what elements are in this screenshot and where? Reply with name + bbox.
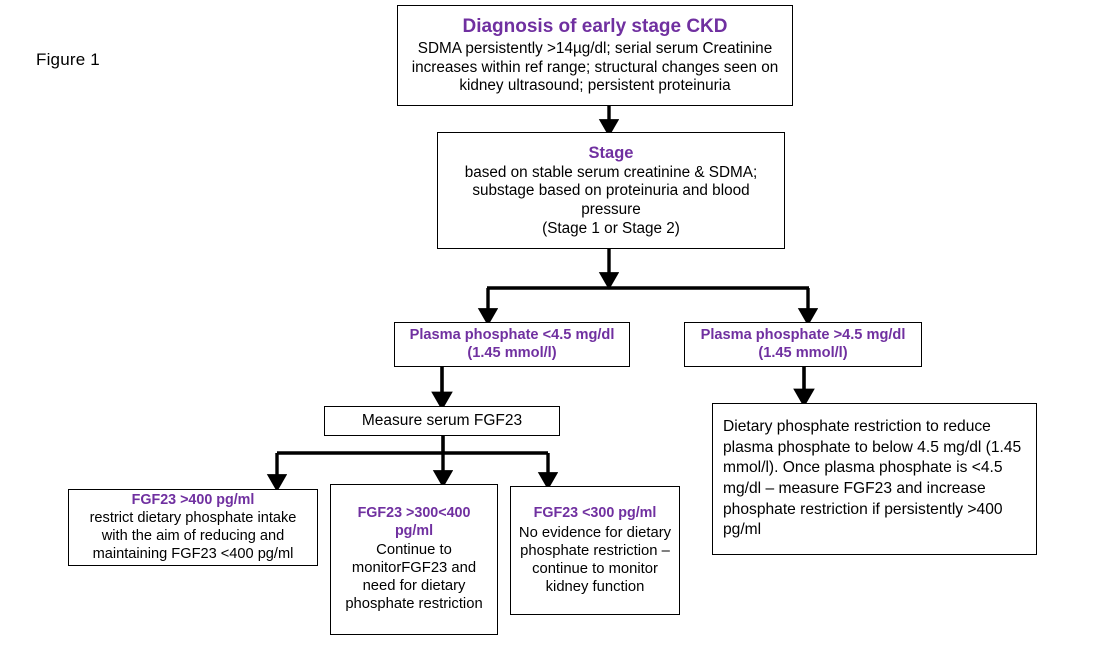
node-fgf23-300-to-400-heading: FGF23 >300<400 pg/ml	[357, 505, 471, 539]
node-stage-body: based on stable serum creatinine & SDMA;…	[464, 163, 758, 237]
node-dietary-phosphate-restriction: Dietary phosphate restriction to reduce …	[712, 403, 1037, 555]
node-plasma-phosphate-high-heading: Plasma phosphate >4.5 mg/dl (1.45 mmol/l…	[700, 326, 906, 361]
node-stage-heading: Stage	[588, 143, 634, 162]
node-plasma-phosphate-low: Plasma phosphate <4.5 mg/dl (1.45 mmol/l…	[394, 322, 630, 367]
node-dietary-phosphate-restriction-body: Dietary phosphate restriction to reduce …	[723, 417, 1022, 539]
node-fgf23-above-400: FGF23 >400 pg/ml restrict dietary phosph…	[68, 489, 318, 566]
node-fgf23-300-to-400: FGF23 >300<400 pg/ml Continue to monitor…	[330, 484, 498, 635]
node-diagnosis-heading: Diagnosis of early stage CKD	[462, 15, 728, 37]
node-fgf23-below-300: FGF23 <300 pg/ml No evidence for dietary…	[510, 486, 680, 615]
node-fgf23-300-to-400-body: Continue to monitorFGF23 and need for di…	[345, 542, 483, 613]
node-fgf23-above-400-body: restrict dietary phosphate intake with t…	[89, 510, 297, 562]
node-measure-serum-fgf23-body: Measure serum FGF23	[361, 411, 523, 429]
figure-caption: Figure 1	[36, 50, 100, 69]
node-plasma-phosphate-low-heading: Plasma phosphate <4.5 mg/dl (1.45 mmol/l…	[409, 326, 615, 361]
node-measure-serum-fgf23: Measure serum FGF23	[324, 406, 560, 436]
node-diagnosis-body: SDMA persistently >14µg/dl; serial serum…	[411, 40, 779, 95]
node-diagnosis: Diagnosis of early stage CKD SDMA persis…	[397, 5, 793, 106]
node-stage: Stage based on stable serum creatinine &…	[437, 132, 785, 249]
node-plasma-phosphate-high: Plasma phosphate >4.5 mg/dl (1.45 mmol/l…	[684, 322, 922, 367]
node-fgf23-below-300-heading: FGF23 <300 pg/ml	[533, 505, 657, 522]
node-fgf23-above-400-heading: FGF23 >400 pg/ml	[131, 491, 255, 508]
node-fgf23-below-300-body: No evidence for dietary phosphate restri…	[518, 524, 672, 595]
